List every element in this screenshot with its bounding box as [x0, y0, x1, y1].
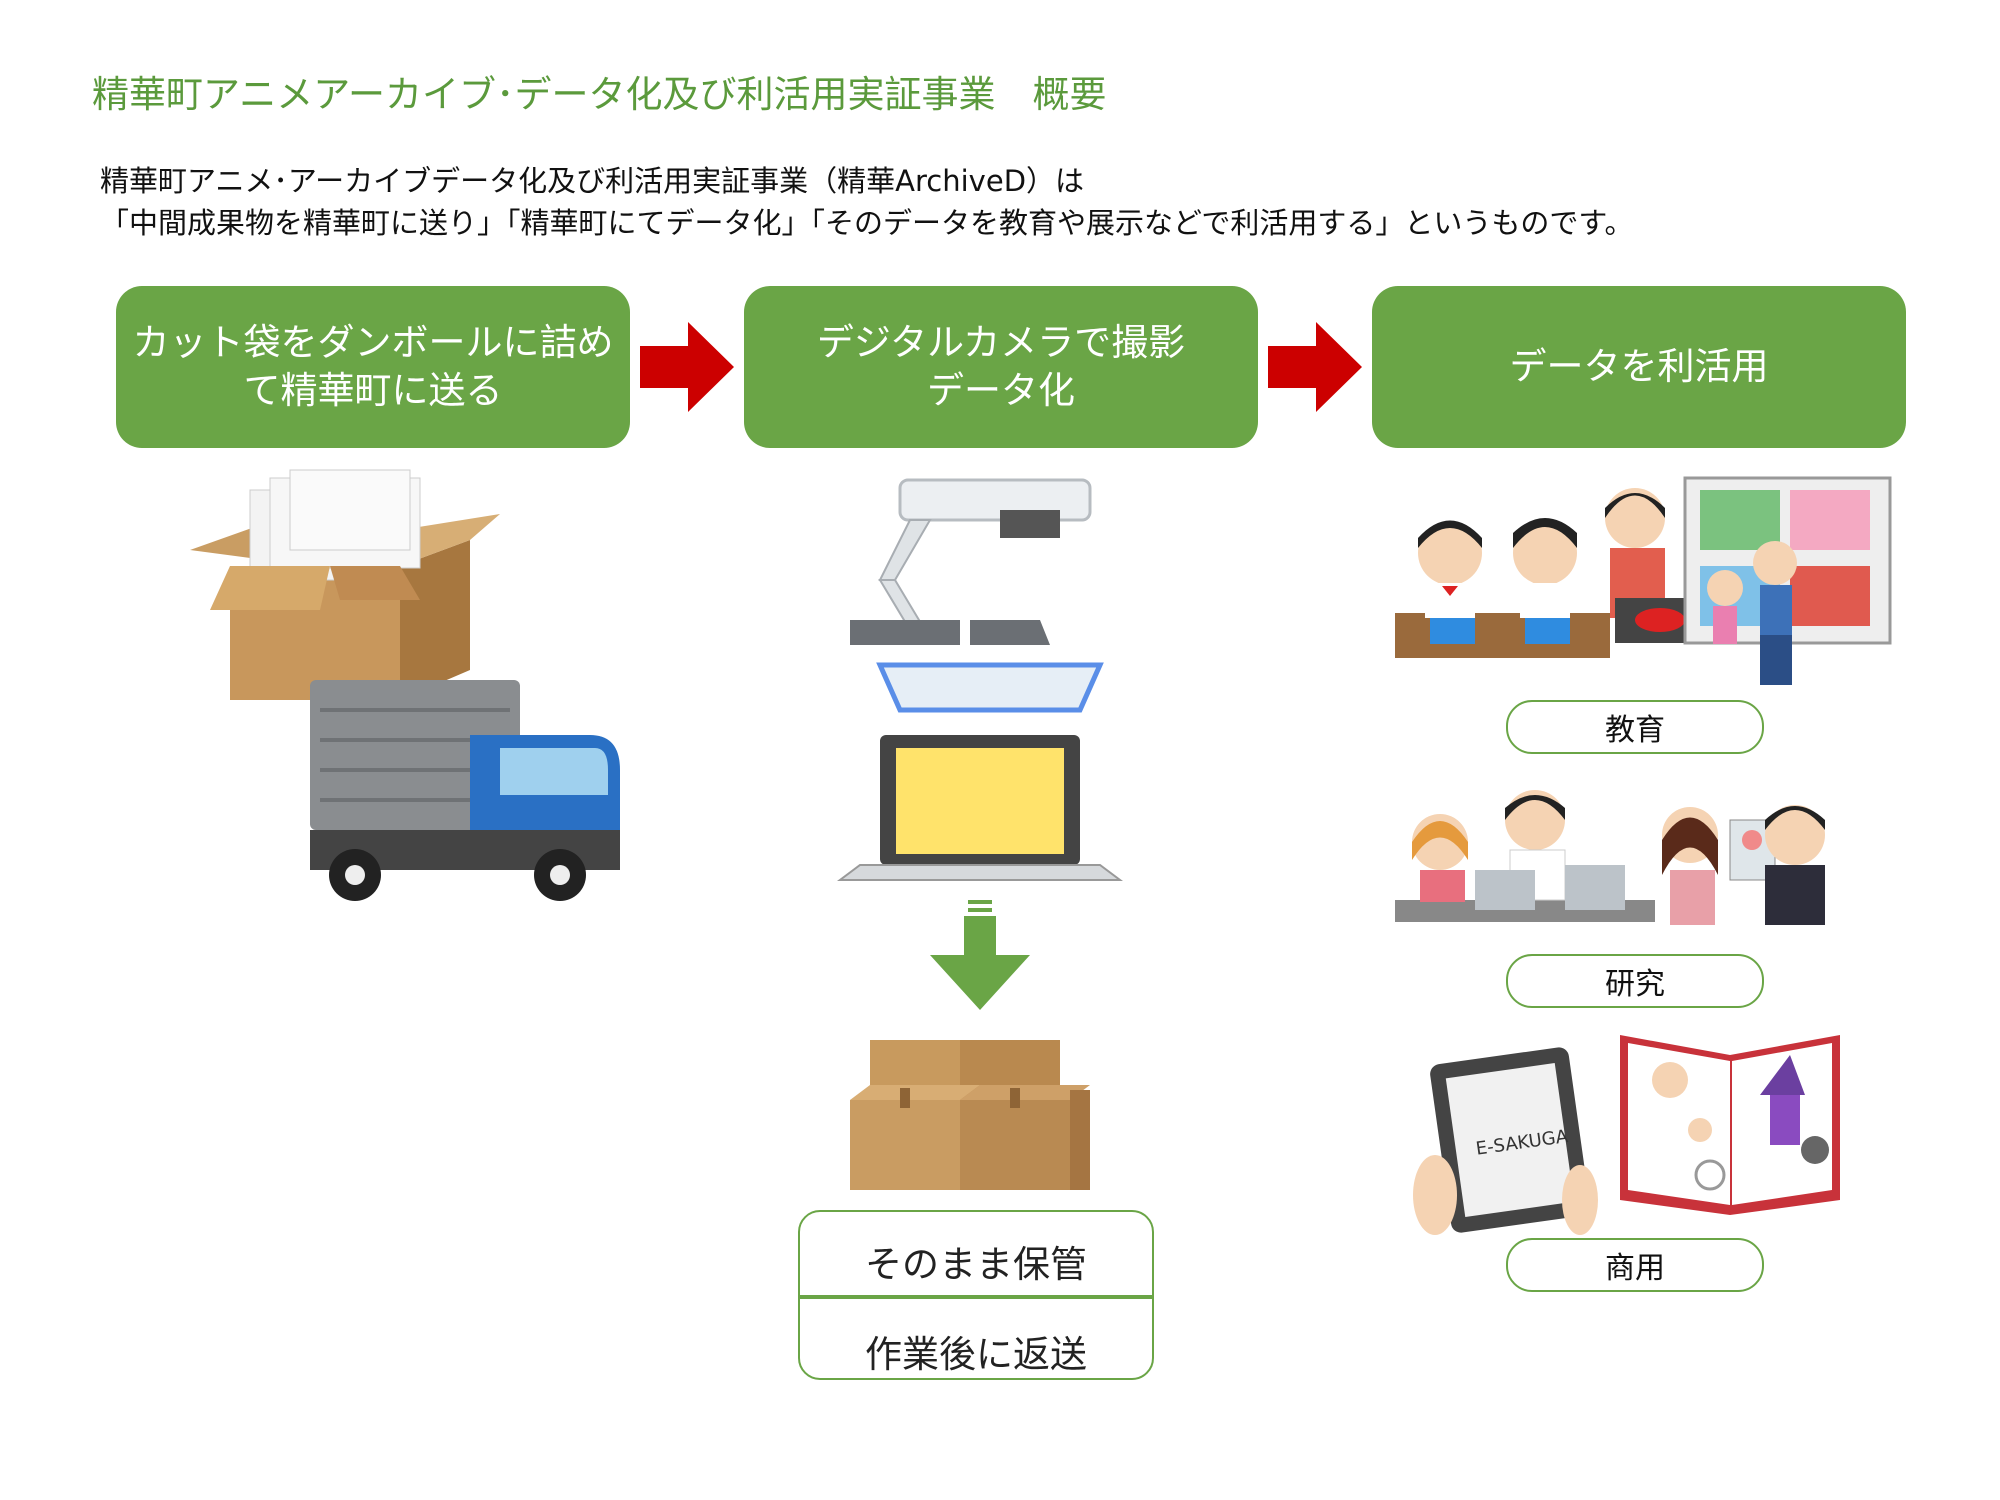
researchers-icon: [1395, 790, 1655, 922]
cardboard-boxes-illustration: [850, 1040, 1090, 1190]
document-camera-icon: [850, 478, 1104, 713]
tablet-icon: E-SAKUGA: [1413, 1047, 1598, 1235]
arrow-right-icon: [1268, 322, 1362, 412]
use-commercial-label: 商用: [1506, 1238, 1764, 1292]
page-title: 精華町アニメアーカイブ･データ化及び利活用実証事業 概要: [92, 73, 1107, 116]
artbook-icon: [1620, 1035, 1840, 1215]
children-icon: [1707, 541, 1797, 685]
presentation-icon: [1662, 805, 1825, 925]
box-truck-illustration: [190, 469, 620, 901]
truck-icon: [310, 680, 620, 901]
step-1-line-2: て精華町に送る: [243, 369, 503, 412]
storage-options: そのまま保管 作業後に返送: [798, 1210, 1154, 1380]
cardboard-box-icon: [850, 1040, 1090, 1190]
ebook-artbook-illustration: E-SAKUGA: [1413, 1035, 1840, 1235]
intro-line-1: 精華町アニメ･アーカイブデータ化及び利活用実証事業（精華ArchiveD）は: [100, 164, 1085, 198]
document-camera-laptop-illustration: [837, 478, 1123, 881]
step-2-line-2: データ化: [927, 369, 1075, 412]
step-digitize: デジタルカメラで撮影データ化: [744, 286, 1258, 448]
arrow-right-icon: [640, 322, 734, 412]
step-2-line-1: デジタルカメラで撮影: [816, 321, 1186, 364]
storage-option-keep: そのまま保管: [865, 1243, 1087, 1286]
students-icon: [1395, 518, 1610, 658]
step-3-line-1: データを利活用: [1509, 345, 1769, 388]
use-research-label: 研究: [1506, 954, 1764, 1008]
step-ship-box: カット袋をダンボールに詰めて精華町に送る: [116, 286, 630, 448]
storage-option-return: 作業後に返送: [865, 1333, 1087, 1376]
classroom-illustration: [1395, 476, 1892, 685]
step-1-line-1: カット袋をダンボールに詰め: [132, 321, 614, 364]
storage-divider: [800, 1295, 1152, 1299]
intro-line-2: 「中間成果物を精華町に送り」「精華町にてデータ化」「そのデータを教育や展示などで…: [100, 206, 1634, 240]
step-utilize: データを利活用: [1372, 286, 1906, 448]
use-education-label: 教育: [1506, 700, 1764, 754]
cardboard-box-icon: [190, 469, 500, 700]
laptop-icon: [837, 735, 1123, 881]
research-meeting-illustration: [1395, 790, 1825, 925]
arrow-down-icon: [930, 900, 1030, 1010]
